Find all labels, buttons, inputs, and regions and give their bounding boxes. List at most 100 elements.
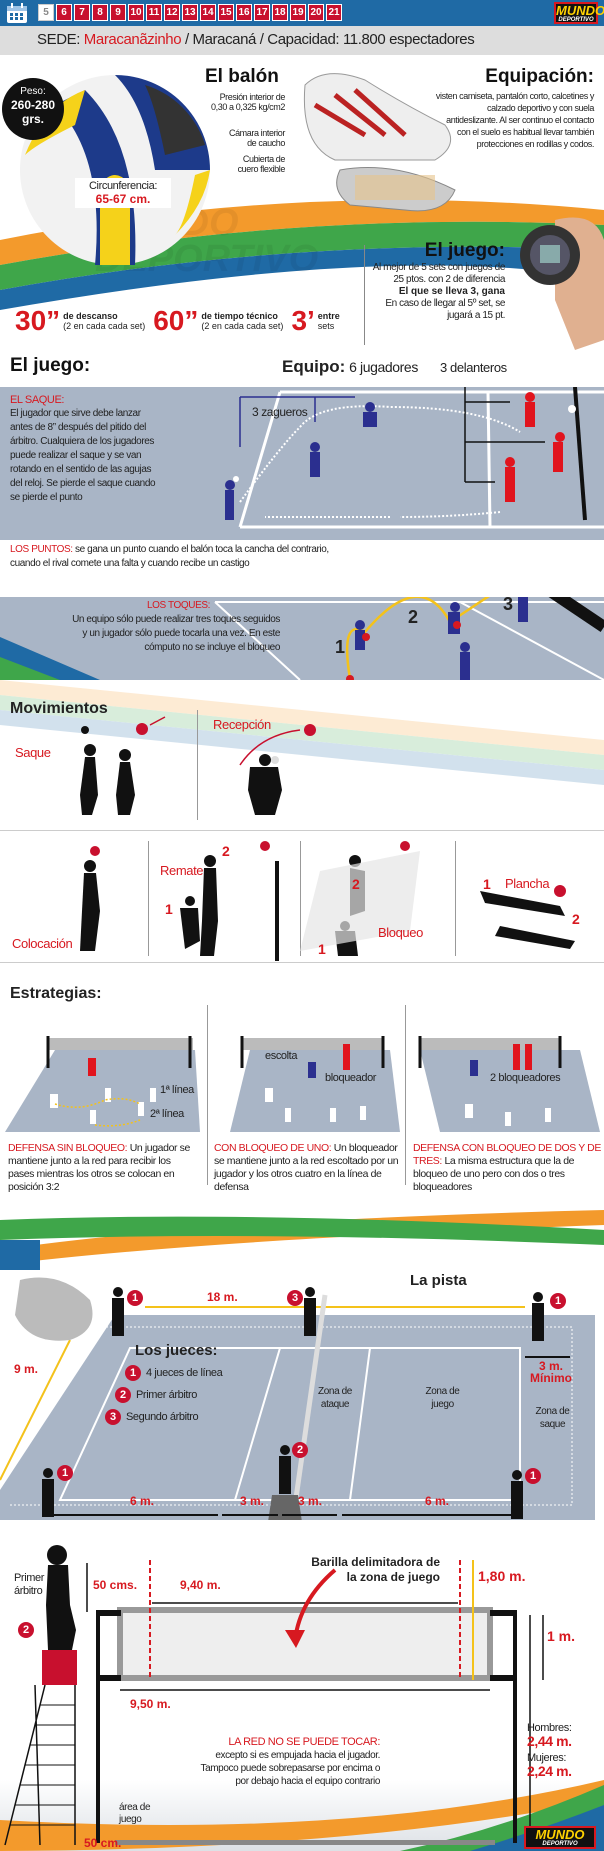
ball-cover: Cubierta de cuero flexible	[237, 154, 286, 174]
net-height: 1 m.	[547, 1628, 576, 1644]
step-1: 1	[165, 901, 173, 917]
equipment-text: visten camiseta, pantalón corto, calceti…	[435, 91, 594, 149]
time-value: 3’	[291, 305, 315, 336]
day-10[interactable]: 10	[128, 4, 144, 21]
escort-label: escolta	[265, 1050, 298, 1062]
team-label: Equipo:	[282, 357, 346, 376]
section-dimensions	[47, 1514, 515, 1516]
strategy-title: DEFENSA SIN BLOQUEO:	[8, 1142, 128, 1154]
day-18[interactable]: 18	[272, 4, 288, 21]
day-6[interactable]: 6	[56, 4, 72, 21]
judge-badge-1: 1	[127, 1290, 143, 1306]
game-rules-box: El juego: Al mejor de 5 sets con juegos …	[370, 240, 506, 322]
time-rules: 30”de descanso(2 en cada cada set)60”de …	[15, 305, 340, 337]
serve-title: EL SAQUE:	[10, 394, 65, 406]
section-3m-right: 3 m.	[298, 1494, 323, 1508]
judge-label: 4 jueces de línea	[146, 1367, 223, 1379]
movement-figures-row2	[80, 841, 575, 961]
movement-dive: Plancha	[505, 876, 550, 891]
attack-zone-label: Zona de ataque	[318, 1386, 352, 1410]
equipment-title: Equipación:	[485, 66, 594, 87]
day-8[interactable]: 8	[92, 4, 108, 21]
judge-label: Primer árbitro	[136, 1389, 198, 1401]
logo-line1: MUNDO	[535, 1827, 585, 1842]
touches-text: Un equipo sólo puede realizar tres toque…	[72, 614, 280, 653]
section-6m-right: 6 m.	[425, 1494, 450, 1508]
first-referee-label: Primer árbitro	[14, 1572, 44, 1597]
calendar-icon[interactable]	[6, 2, 28, 24]
movements-panel: Colocación Remate Bloqueo Plancha 2 1 2 …	[0, 830, 604, 963]
day-21[interactable]: 21	[326, 4, 342, 21]
divider	[148, 841, 149, 956]
judge-badge-1: 1	[550, 1293, 566, 1309]
day-12[interactable]: 12	[164, 4, 180, 21]
divider	[197, 710, 198, 820]
judge-badge-1: 1	[57, 1465, 73, 1481]
touches-diagram	[0, 597, 604, 680]
points-text: se gana un punto cuando el balón toca la…	[10, 544, 329, 569]
judge-number: 3	[105, 1409, 121, 1425]
points-info: LOS PUNTOS: se gana un punto cuando el b…	[10, 543, 340, 571]
movement-figures-row1	[80, 716, 316, 815]
time-label: de tiempo técnico(2 en cada cada set)	[201, 311, 283, 331]
strategies-title: Estrategias:	[10, 985, 102, 1002]
day-5[interactable]: 5	[38, 4, 54, 21]
mundo-deportivo-logo: MUNDO DEPORTIVO	[554, 2, 604, 24]
divider	[405, 1005, 406, 1185]
weight-value: 260-280	[10, 98, 56, 112]
judge-number: 1	[125, 1365, 141, 1381]
day-15[interactable]: 15	[218, 4, 234, 21]
day-7[interactable]: 7	[74, 4, 90, 21]
margin-value: 3 m.	[538, 1359, 563, 1373]
step-2: 2	[352, 876, 360, 892]
time-label-main: entre	[317, 311, 340, 321]
team-red-players	[505, 392, 565, 502]
judge-item: 1 4 jueces de línea	[125, 1365, 223, 1381]
day-13[interactable]: 13	[182, 4, 198, 21]
time-rule: 30”de descanso(2 en cada cada set)	[15, 305, 145, 337]
day-9[interactable]: 9	[110, 4, 126, 21]
strategy-desc: La misma estructura que la de bloqueo de…	[413, 1155, 575, 1193]
weight-label: Peso:	[20, 86, 46, 97]
touch-number-1: 1	[335, 637, 346, 657]
forwards-label: 3 delanteros	[440, 360, 507, 375]
first-line-label: 1ª línea	[160, 1084, 194, 1096]
day-17[interactable]: 17	[254, 4, 270, 21]
points-title: LOS PUNTOS:	[10, 544, 73, 555]
court-plan	[0, 1277, 595, 1520]
volleyball-illustration	[20, 75, 210, 265]
circumference-value: 65-67 cm.	[95, 192, 151, 206]
movement-block: Bloqueo	[378, 925, 423, 940]
ball-pressure: Presión interior de 0,30 a 0,325 kg/cm2	[211, 92, 285, 112]
weight-badge: Peso: 260-280 grs.	[2, 78, 64, 140]
strategy-desc: Un jugador se mantiene junto a la red pa…	[8, 1142, 190, 1193]
circumference-label: Circunferencia: 65-67 cm.	[75, 178, 171, 208]
referee-height-label: 50 cms.	[93, 1578, 138, 1592]
strategy-title: DEFENSA CON BLOQUEO DE DOS Y DE TRES:	[413, 1142, 601, 1167]
serve-text: El jugador que sirve debe lanzar antes d…	[10, 408, 156, 503]
game-rules-title: El juego:	[424, 240, 505, 261]
day-20[interactable]: 20	[308, 4, 324, 21]
antenna-label: Barilla delimitadora de la zona de juego	[311, 1555, 440, 1584]
time-value: 60”	[153, 305, 199, 336]
logo-line2: DEPORTIVO	[558, 17, 594, 23]
stopwatch-illustration	[520, 217, 604, 350]
play-area-label: área de juego	[119, 1802, 151, 1825]
day-19[interactable]: 19	[290, 4, 306, 21]
day-11[interactable]: 11	[146, 4, 162, 21]
time-label-main: de descanso	[63, 311, 118, 321]
day-16[interactable]: 16	[236, 4, 252, 21]
movement-setting: Colocación	[12, 936, 73, 951]
movement-serve: Saque	[15, 745, 51, 760]
second-line-label: 2ª línea	[150, 1108, 184, 1120]
serve-zone-label: Zona de saque	[535, 1406, 570, 1430]
day-14[interactable]: 14	[200, 4, 216, 21]
color-swoosh-2	[0, 680, 604, 830]
touches-title: LOS TOQUES:	[146, 600, 210, 611]
footer-logo: MUNDO DEPORTIVO	[524, 1826, 596, 1849]
venue-bar: SEDE: Maracanãzinho / Maracaná / Capacid…	[0, 26, 604, 55]
court-width: 9 m.	[14, 1362, 39, 1376]
